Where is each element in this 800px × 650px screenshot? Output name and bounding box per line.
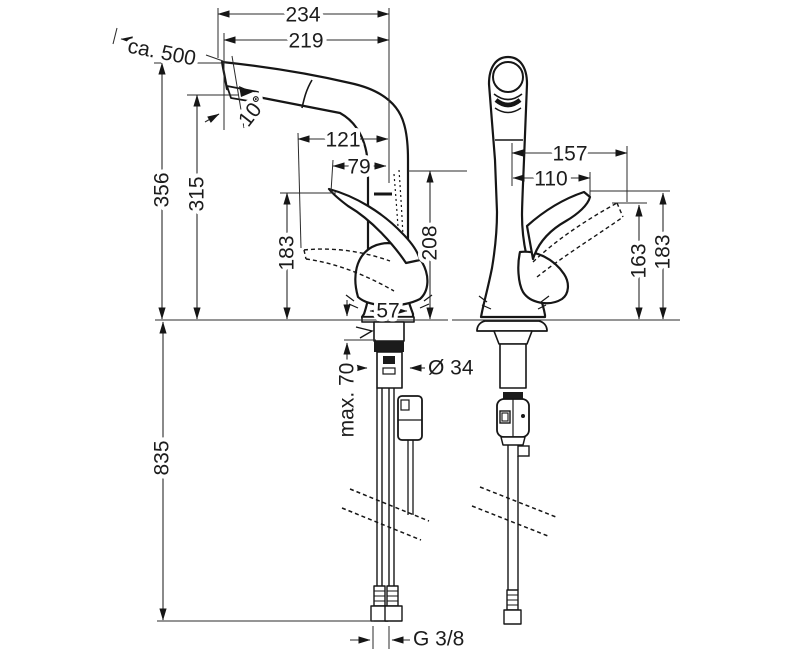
dim-label-shank-diameter: Ø 34 [428, 357, 474, 380]
side-view-dimensions: 157 110 163 183 [511, 139, 679, 320]
shank-side [499, 343, 527, 389]
base-plate-side [476, 320, 548, 332]
hose-box-window [400, 399, 410, 411]
hose-weight-box [397, 395, 423, 441]
handle-open-dashed-side [532, 202, 624, 278]
mounting-detail-1 [383, 356, 395, 364]
barrel-window-inner [501, 412, 509, 422]
barrel-taper [500, 436, 526, 446]
aerator-detail [239, 86, 253, 97]
dim-label-overall-reach: 234 [285, 4, 320, 27]
handle-lever-front [327, 187, 422, 265]
handle-bulge-side [517, 250, 569, 305]
dim-label-handle-reach: 79 [347, 156, 370, 179]
dim-label-handle-height: 183 [276, 235, 299, 270]
dim-label-overall-height: 356 [151, 172, 174, 207]
angle-ref-line [231, 55, 245, 129]
spray-head-seam [301, 79, 313, 109]
side-view-faucet [471, 55, 624, 625]
barrel-dot [521, 414, 525, 418]
handle-open-dashed-front [303, 248, 395, 292]
dim-label-side-handle-open-height: 183 [652, 234, 675, 269]
dim-10deg-right-arrow [244, 102, 262, 112]
base-ticks-side [478, 295, 550, 310]
shank-zigzag [355, 326, 374, 339]
pullout-dotted-line-1 [398, 169, 406, 291]
side-block [517, 445, 530, 457]
hose-connectors-front [370, 585, 403, 622]
aerator-arc-2 [494, 107, 522, 114]
supply-hoses-front [376, 388, 395, 586]
dim-label-base-width: 57 [376, 300, 399, 323]
dim-10deg-left-arrow [204, 113, 220, 123]
flange-side [493, 330, 533, 345]
hose-connector-side [503, 589, 522, 625]
spray-hose-tube [407, 440, 414, 515]
dim-label-handle-open-reach: 121 [325, 129, 360, 152]
shank-front [373, 321, 405, 342]
supply-tube-side [507, 445, 519, 590]
spout-end-circle [492, 61, 524, 93]
dim-label-side-handle-reach: 110 [534, 168, 567, 191]
thread-band-front [374, 341, 404, 352]
thread-band-side [503, 392, 523, 399]
mounting-detail-2 [382, 367, 396, 375]
barrel-window [499, 410, 511, 424]
aerator-band [494, 98, 522, 108]
dim-ca500-arrow [120, 36, 134, 44]
break-symbol-front [341, 488, 430, 541]
break-symbol-side [471, 486, 557, 537]
dim-label-outlet-height: 208 [419, 225, 442, 260]
dim-label-side-handle-tip-height: 163 [628, 243, 651, 278]
dim-label-connection-thread: G 3/8 [413, 628, 464, 650]
reference-lines [155, 319, 680, 622]
handle-lever-side [525, 190, 592, 261]
dim-label-hose-length: 835 [151, 440, 174, 475]
aerator-arc-1 [493, 93, 523, 101]
front-view-faucet [220, 60, 433, 622]
dim-label-spout-reach: 219 [288, 30, 323, 53]
dim-label-side-handle-open-reach: 157 [552, 143, 587, 166]
dim-label-spout-height: 315 [186, 176, 209, 211]
dim-label-max-counter-thickness: max. 70 [336, 363, 359, 438]
